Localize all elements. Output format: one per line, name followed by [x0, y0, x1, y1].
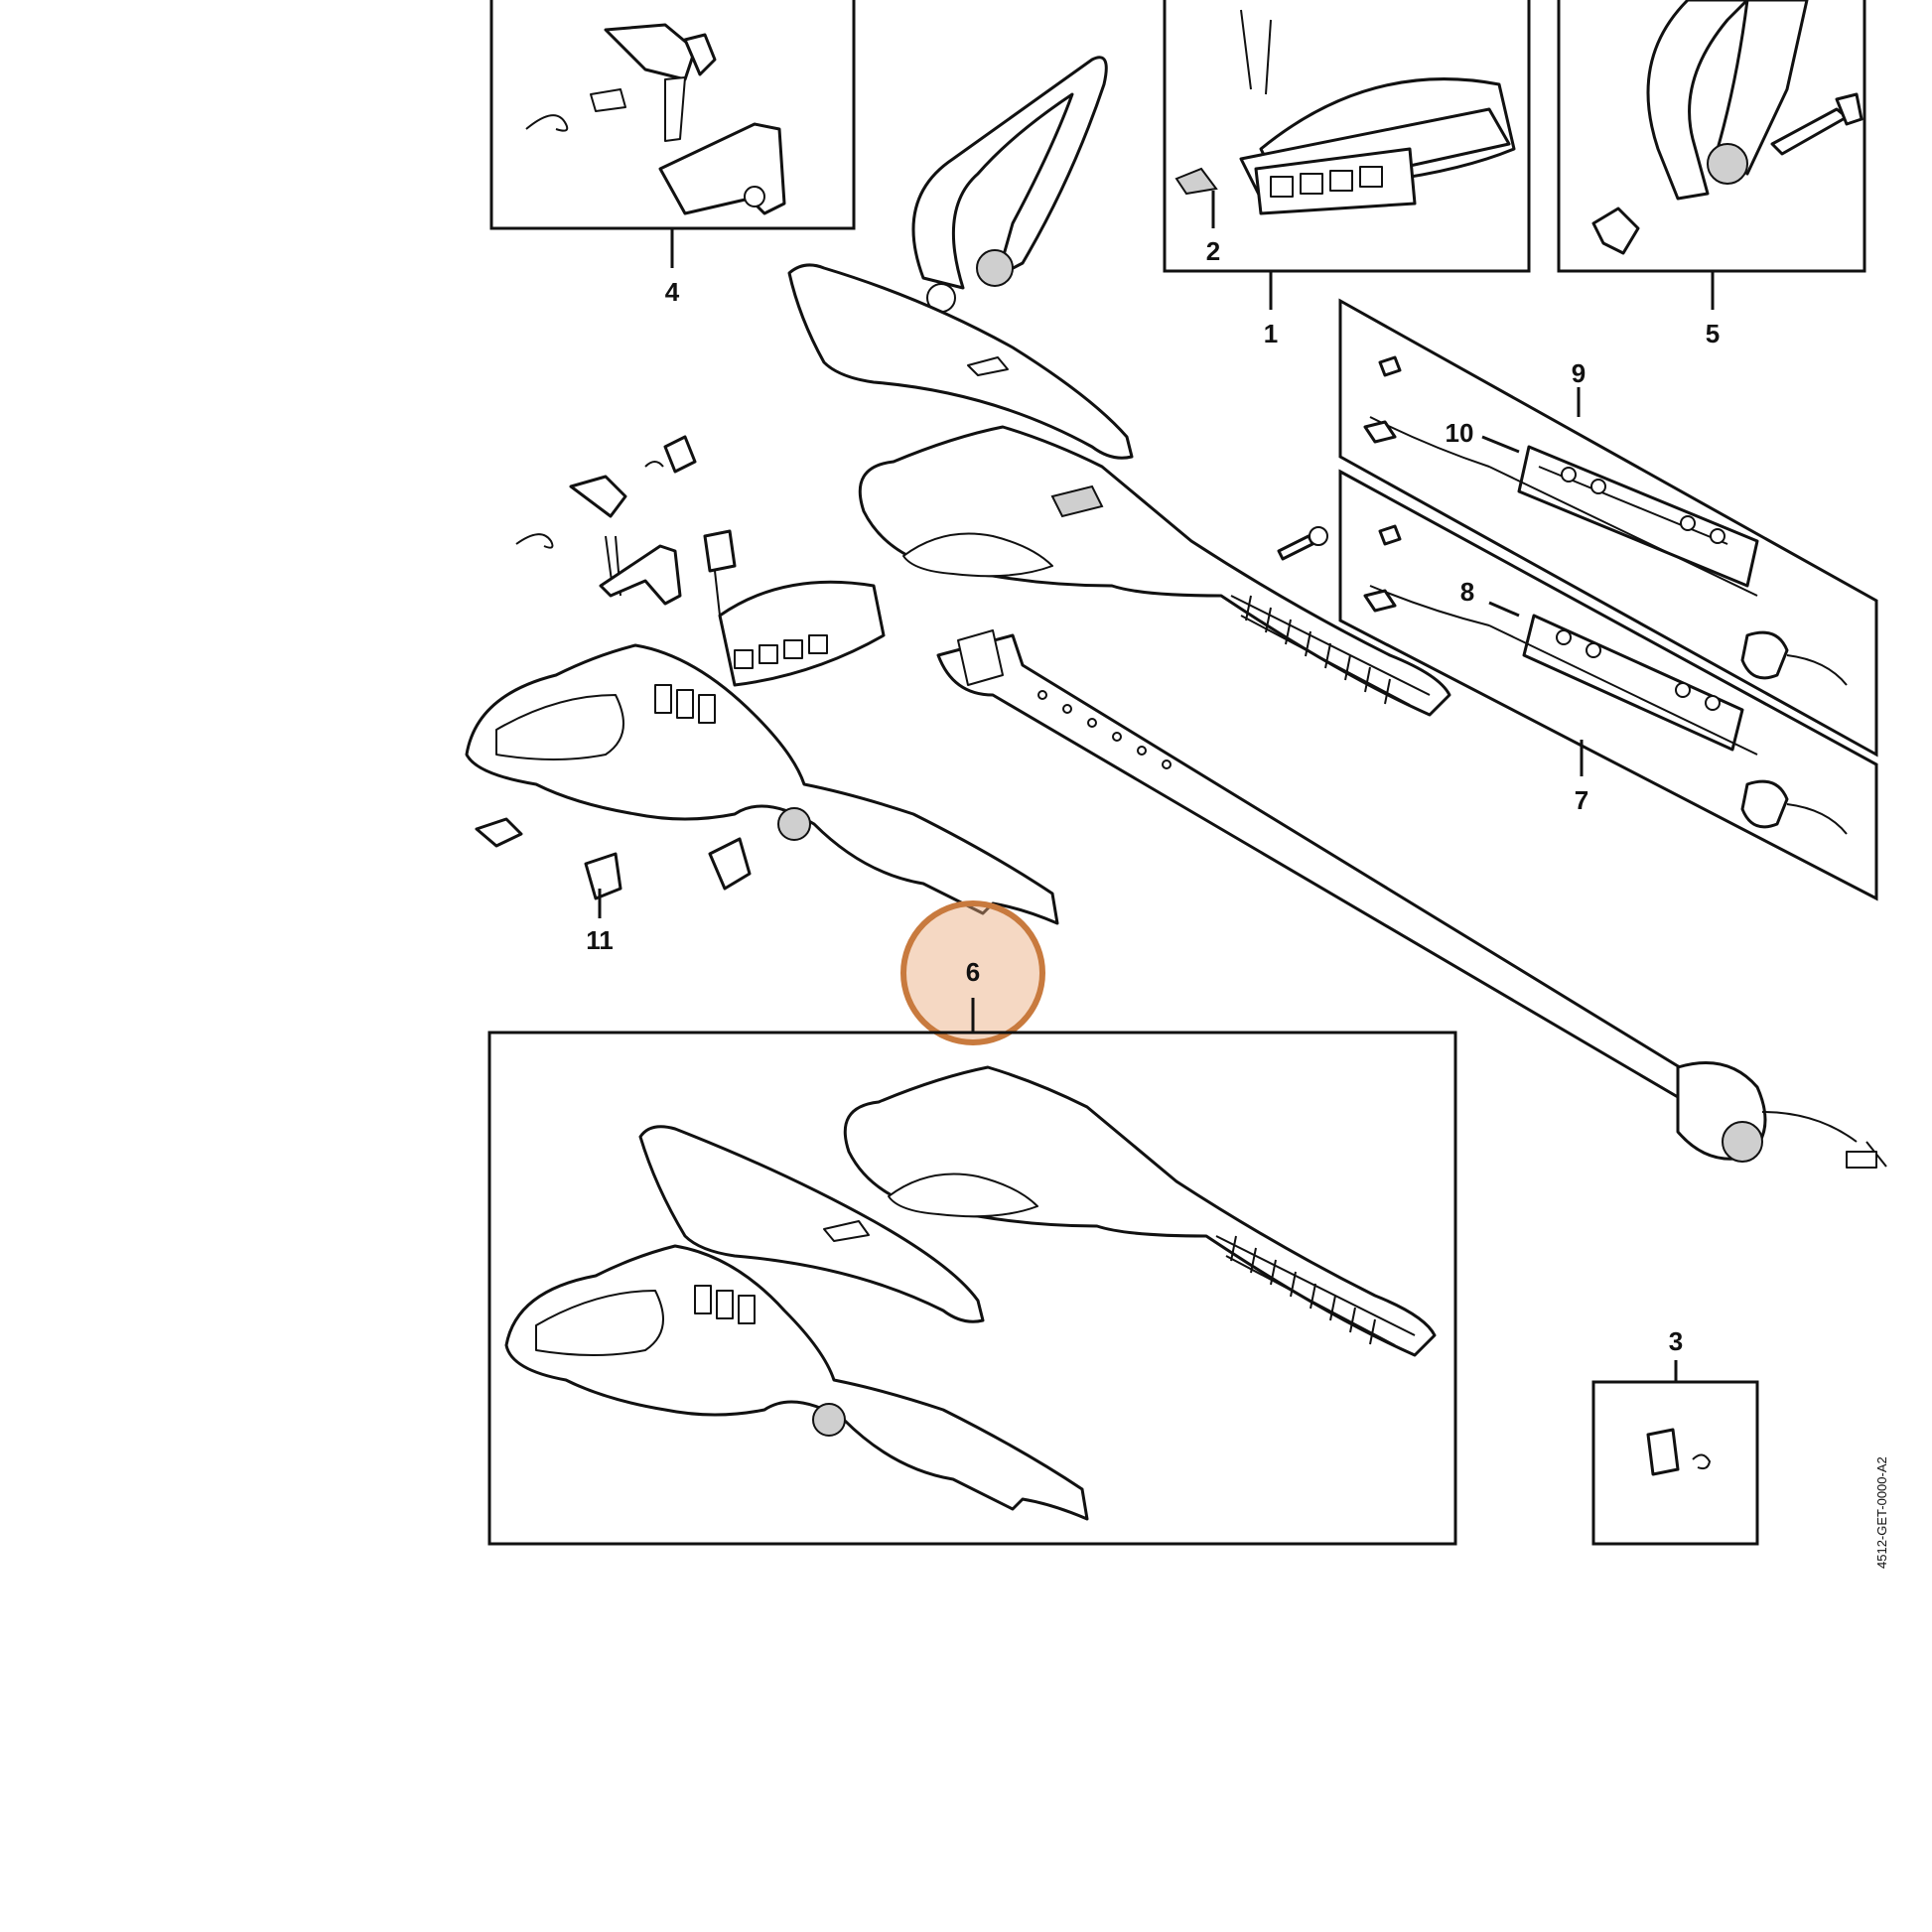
- shaft-holes: [1037, 690, 1172, 769]
- callout-6: 6: [966, 957, 980, 987]
- screw-upper: [1277, 526, 1328, 561]
- upper-cover: [787, 263, 1134, 460]
- small-parts-left: [475, 817, 752, 900]
- loop-handle: [911, 56, 1108, 313]
- leader-10: [1481, 435, 1520, 454]
- callout-10: 10: [1446, 418, 1474, 448]
- detail-box-1: [1163, 0, 1531, 273]
- kit-box-7: [1338, 469, 1878, 901]
- document-id: 4512-GET-0000-A2: [1874, 1456, 1889, 1569]
- callout-4: 4: [665, 277, 680, 307]
- callout-8: 8: [1460, 577, 1474, 607]
- shaft-tube: [936, 629, 1887, 1169]
- battery-pack: [703, 529, 886, 687]
- housing-left-half: [465, 643, 1059, 925]
- callout-5: 5: [1706, 319, 1720, 348]
- housing-ribs: [1245, 595, 1391, 705]
- callout-9: 9: [1572, 358, 1586, 388]
- highlight-6[interactable]: 6: [900, 900, 1045, 1045]
- callout-2: 2: [1206, 236, 1220, 266]
- detail-box-3: [1591, 1380, 1759, 1546]
- callout-7: 7: [1575, 785, 1588, 815]
- detail-box-5: [1557, 0, 1866, 273]
- detail-box-4: [489, 0, 856, 230]
- callout-3: 3: [1669, 1326, 1683, 1356]
- highlight-circle[interactable]: [900, 900, 1045, 1045]
- detail-box-6: [487, 1031, 1457, 1546]
- housing-right-half: [858, 425, 1451, 717]
- leader-8: [1488, 601, 1520, 618]
- switch-parts: [515, 435, 697, 606]
- callout-1: 1: [1264, 319, 1278, 348]
- kit-box-9: [1338, 298, 1878, 758]
- callout-11: 11: [586, 925, 614, 955]
